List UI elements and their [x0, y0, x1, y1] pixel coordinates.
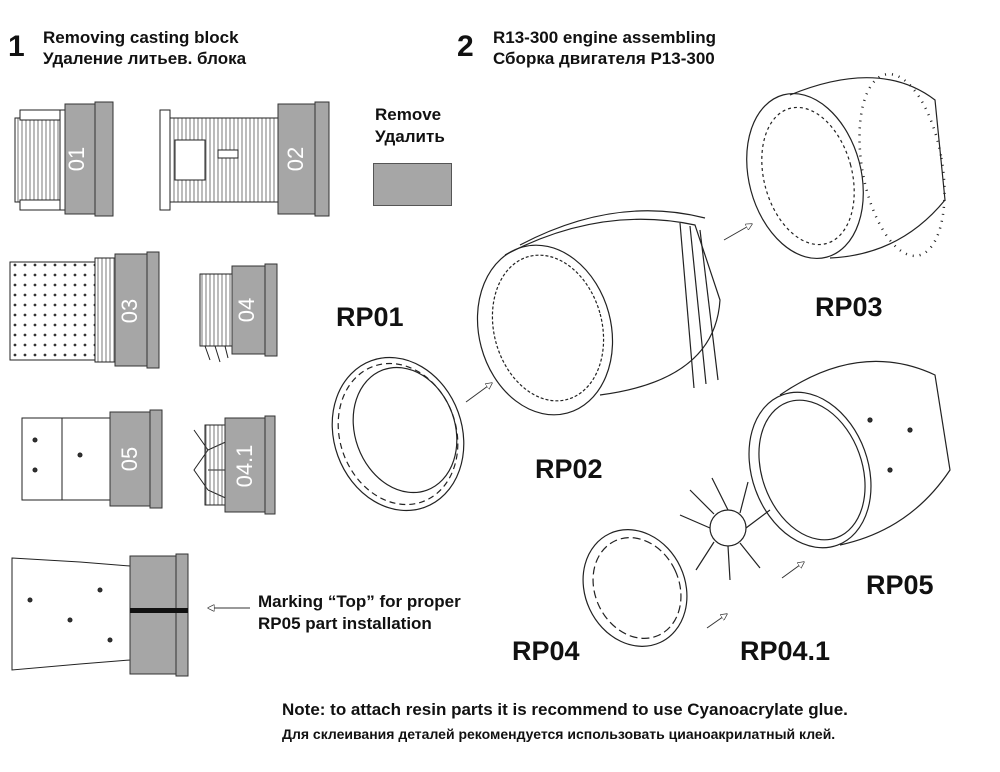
casting-block-04: 04: [231, 263, 278, 357]
casting-rp05-part: [11, 557, 131, 671]
casting-block-02: 02: [277, 101, 330, 217]
top-marking-line: [130, 608, 188, 613]
block-label-02: 02: [283, 147, 308, 171]
label-rp02: RP02: [535, 454, 603, 484]
rp02-drawing: [476, 210, 721, 416]
remove-label-ru: Удалить: [375, 127, 445, 146]
rp04-1-drawing: [679, 477, 771, 581]
rp03-drawing: [746, 72, 946, 260]
block-label-05: 05: [117, 447, 142, 471]
label-rp04: RP04: [512, 636, 580, 666]
marking-line-2: RP05 part installation: [258, 614, 432, 633]
casting-02-part: [159, 109, 281, 211]
rp04-drawing: [582, 529, 688, 647]
step-1-number: 1: [8, 30, 25, 63]
rp01-drawing: [331, 356, 465, 512]
casting-01-part: [14, 109, 71, 211]
note-ru: Для склеивания деталей рекомендуется исп…: [282, 726, 836, 742]
block-label-01: 01: [64, 147, 89, 171]
casting-block-rp05: [129, 553, 189, 677]
arrow-rp041-rp05: [781, 562, 804, 579]
arrow-rp04-rp041: [706, 614, 727, 629]
marking-note: Marking “Top” for proper RP05 part insta…: [258, 591, 461, 635]
casting-block-04-1: 04.1: [224, 415, 276, 515]
step-1-title: Removing casting block Удаление литьев. …: [43, 27, 246, 69]
label-rp05: RP05: [866, 570, 934, 600]
remove-legend: Remove Удалить: [375, 104, 445, 148]
arrow-rp02-rp03: [723, 224, 752, 241]
rp05-drawing: [748, 360, 951, 549]
casting-block-05: 05: [109, 409, 163, 509]
note-en: Note: to attach resin parts it is recomm…: [282, 700, 848, 719]
step-1-title-ru: Удаление литьев. блока: [43, 49, 247, 68]
step-2-title-ru: Сборка двигателя Р13-300: [493, 49, 715, 68]
arrow-rp01-rp02: [465, 383, 492, 403]
block-label-04: 04: [234, 298, 259, 322]
remove-swatch: [373, 163, 452, 206]
casting-05-part: [21, 417, 111, 501]
step-2-number: 2: [457, 30, 474, 63]
casting-block-01: 01: [64, 101, 114, 217]
casting-block-03: 03: [114, 251, 160, 369]
label-rp01: RP01: [336, 302, 404, 332]
step-1-title-en: Removing casting block: [43, 28, 239, 47]
block-label-03: 03: [117, 299, 142, 323]
step-2-title: R13-300 engine assembling Сборка двигате…: [493, 27, 716, 69]
casting-03-part: [9, 257, 116, 363]
casting-04-part: [199, 273, 233, 363]
label-rp03: RP03: [815, 292, 883, 322]
remove-label-en: Remove: [375, 105, 442, 124]
step-2-title-en: R13-300 engine assembling: [493, 28, 716, 47]
label-rp04-1: RP04.1: [740, 636, 831, 666]
block-label-04-1: 04.1: [232, 445, 257, 488]
marking-line-1: Marking “Top” for proper: [258, 592, 461, 611]
